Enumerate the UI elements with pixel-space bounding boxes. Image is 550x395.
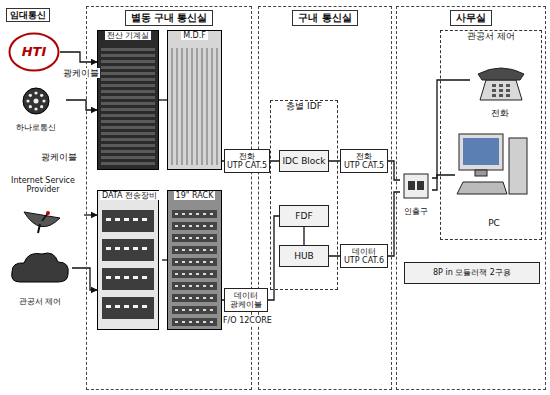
mdf-frame: M.D.F — [167, 30, 222, 170]
group-label: 임대통신 — [6, 8, 50, 22]
node-text: UTP CAT.5 — [344, 161, 384, 170]
equipment-rack: 19" RACK — [167, 190, 222, 330]
node-text: 전화 — [239, 152, 255, 161]
node-text: 전화 — [491, 108, 509, 118]
node-text: HTI — [22, 45, 47, 60]
node-text: 인출구 — [404, 207, 428, 216]
text-holder: 구내 통신실 — [259, 7, 391, 389]
node-text: 19" RACK — [174, 191, 216, 200]
office-group: 관공서 제어전화 PC — [440, 30, 542, 240]
cable-tag: 전화UTP CAT.5 — [224, 149, 270, 173]
node-text: 층별 IDF — [286, 101, 322, 111]
spec-box: 8P in 모듈러잭 2구용 — [404, 262, 540, 284]
idf-group: 층별 IDF IDC BlockFDF HUB — [270, 100, 338, 290]
text-holder: 인출구 — [400, 172, 432, 216]
cable-label: F/O 12CORE — [222, 316, 273, 325]
connector — [72, 268, 97, 290]
process-box: FDF — [279, 205, 329, 227]
wall-outlet: 인출구 — [400, 172, 432, 216]
text-holder: 데이터UTP CAT.6 — [341, 245, 387, 267]
node-text: UTP CAT.5 — [227, 161, 267, 170]
connector — [60, 52, 97, 62]
equipment-rack: 전산 기계실 — [97, 30, 159, 170]
cable-tag: 데이터UTP CAT.6 — [340, 244, 388, 268]
node-text: 전화 — [356, 152, 372, 161]
node-text: HUB — [294, 251, 314, 261]
connector — [66, 100, 97, 110]
node-text: PC — [488, 218, 500, 228]
text-holder: HUB — [280, 246, 328, 266]
text-holder: 데이터광케이블 — [225, 289, 267, 311]
room-title: 구내 통신실 — [292, 10, 357, 26]
cable-tag: 전화UTP CAT.5 — [340, 149, 388, 173]
rack19-illustration — [167, 190, 222, 330]
process-box: HUB — [279, 245, 329, 267]
room-region: 별동 구내 통신실전산 기계실 M.D.F DATA 전송장비 19" RACK — [86, 6, 252, 390]
node-text: Internet Service Provider — [2, 176, 84, 194]
cable-label: 광케이블 — [62, 68, 100, 78]
node-text: 데이터 — [234, 291, 258, 300]
connector — [162, 259, 167, 260]
text-holder: 하나로통신 — [6, 86, 66, 132]
connector — [159, 99, 167, 100]
cable-tag: 데이터광케이블 — [224, 288, 268, 312]
node-text: IDC Block — [282, 156, 325, 166]
room-region: 구내 통신실층별 IDF IDC BlockFDF HUB 전화UTP CAT.5 데이… — [258, 6, 392, 390]
text-holder: 전화UTP CAT.5 — [225, 150, 269, 172]
text-holder: HTI — [8, 32, 60, 72]
text-holder: 8P in 모듈러잭 2구용 — [405, 263, 539, 283]
isp-icon: Internet Service Provider — [2, 176, 84, 234]
node-text: 관공서 제어 — [467, 31, 515, 41]
text-holder: 19" RACK — [167, 190, 222, 330]
text-holder: DATA 전송장비 — [97, 190, 162, 330]
node-text: UTP CAT.6 — [344, 256, 384, 265]
room-title: 사무실 — [450, 10, 492, 26]
text-holder: 전산 기계실 — [97, 30, 159, 170]
node-text: 하나로통신 — [16, 123, 56, 132]
node-text: DATA 전송장비 — [100, 191, 159, 200]
node-text: 관공서 제어 — [19, 297, 62, 306]
text-holder: 전화 — [470, 58, 530, 118]
text-holder: 전화UTP CAT.5 — [341, 150, 387, 172]
room-region: 사무실관공서 제어전화 PC 인출구 8P in 모듈러잭 2구용 — [396, 6, 546, 390]
mdf-illustration — [167, 30, 222, 170]
text-holder: M.D.F — [167, 30, 222, 170]
node-text: M.D.F — [181, 31, 208, 40]
equipment-rack: DATA 전송장비 — [97, 190, 162, 330]
room-title: 별동 구내 통신실 — [125, 10, 214, 26]
cable-label: 광케이블 — [40, 152, 78, 162]
text-holder: IDC Block — [280, 151, 328, 171]
node-text: 광케이블 — [230, 300, 262, 309]
cloud-icon: 관공서 제어 — [8, 248, 72, 306]
text-holder: 관공서 제어 — [8, 248, 72, 306]
carrier-logo: HTI — [8, 32, 60, 72]
text-holder: Internet Service Provider — [2, 176, 84, 234]
node-text: FDF — [295, 211, 312, 221]
node-text: 8P in 모듈러잭 2구용 — [433, 268, 511, 277]
rackDark-illustration — [97, 30, 159, 170]
node-text: 데이터 — [352, 247, 376, 256]
carrier-icon: 하나로통신 — [6, 86, 66, 132]
text-holder: PC — [455, 132, 533, 228]
text-holder: FDF — [280, 206, 328, 226]
computer: PC — [455, 132, 533, 228]
node-text: 전산 기계실 — [105, 31, 152, 40]
connector — [432, 175, 455, 190]
process-box: IDC Block — [279, 150, 329, 172]
rackData-illustration — [97, 190, 159, 330]
pc-illustration — [455, 132, 533, 228]
connector — [303, 227, 304, 245]
telephone: 전화 — [470, 58, 530, 118]
